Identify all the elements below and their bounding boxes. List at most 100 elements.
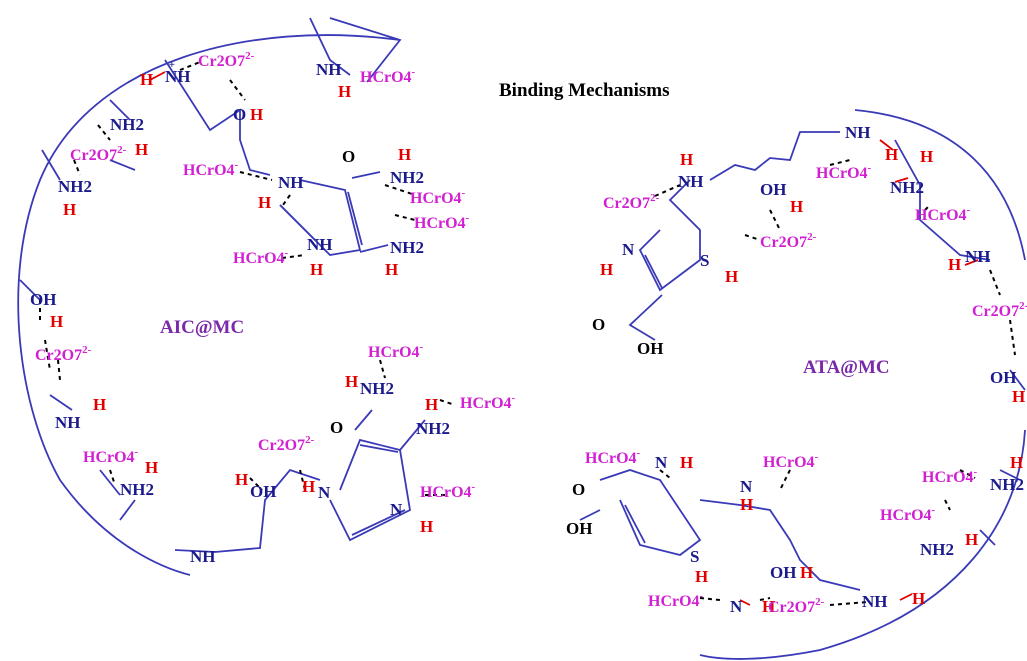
diagram-title: Binding Mechanisms <box>499 80 670 101</box>
svg-text:H: H <box>50 312 63 331</box>
svg-text:H: H <box>600 260 613 279</box>
svg-text:O: O <box>592 315 605 334</box>
right-boundary-arc <box>699 109 1026 660</box>
svg-text:Cr2O72-: Cr2O72- <box>198 50 255 70</box>
svg-text:NH: NH <box>55 413 81 432</box>
svg-text:H: H <box>1010 453 1023 472</box>
svg-text:HCrO4-: HCrO4- <box>763 451 819 471</box>
svg-text:H: H <box>725 267 738 286</box>
svg-text:OH: OH <box>990 368 1016 387</box>
aic-labels-bottom: OH H Cr2O72- NH H HCrO4- H NH2 NH HCrO4-… <box>30 290 516 566</box>
svg-text:H: H <box>140 70 153 89</box>
svg-text:H: H <box>762 597 775 616</box>
svg-text:N: N <box>318 483 331 502</box>
svg-text:OH: OH <box>566 519 592 538</box>
svg-text:NH: NH <box>278 173 304 192</box>
svg-text:H: H <box>680 150 693 169</box>
svg-text:H: H <box>258 193 271 212</box>
svg-text:H: H <box>345 372 358 391</box>
svg-text:+NH: +NH <box>165 59 191 86</box>
svg-text:OH: OH <box>250 482 276 501</box>
svg-text:NH2: NH2 <box>120 480 154 499</box>
ata-bottom-chain <box>579 469 1021 606</box>
ata-top-chain <box>628 131 1026 391</box>
svg-text:H: H <box>235 470 248 489</box>
svg-text:OH: OH <box>770 563 796 582</box>
svg-text:H: H <box>740 495 753 514</box>
svg-text:NH2: NH2 <box>390 238 424 257</box>
svg-text:Cr2O72-: Cr2O72- <box>972 300 1027 320</box>
svg-text:N: N <box>390 500 403 519</box>
aic-label: AIC@MC <box>160 317 244 338</box>
svg-text:HCrO4-: HCrO4- <box>83 446 139 466</box>
svg-text:O: O <box>330 418 343 437</box>
svg-text:H: H <box>145 458 158 477</box>
ata-labels-bottom: HCrO4- N H O OH HCrO4- N H S H OH H HCrO… <box>566 447 1024 616</box>
svg-text:NH2: NH2 <box>416 419 450 438</box>
svg-text:O: O <box>572 480 585 499</box>
svg-text:O: O <box>342 147 355 166</box>
svg-text:H: H <box>398 145 411 164</box>
svg-text:H: H <box>948 255 961 274</box>
svg-text:S: S <box>700 251 709 270</box>
left-boundary-top-segment <box>329 17 402 83</box>
svg-text:H: H <box>790 197 803 216</box>
svg-text:H: H <box>420 517 433 536</box>
svg-text:NH2: NH2 <box>58 177 92 196</box>
svg-text:N: N <box>655 453 668 472</box>
svg-text:Cr2O72-: Cr2O72- <box>258 434 315 454</box>
svg-text:HCrO4-: HCrO4- <box>816 162 872 182</box>
svg-text:HCrO4-: HCrO4- <box>233 247 289 267</box>
svg-text:HCrO4-: HCrO4- <box>368 341 424 361</box>
svg-text:HCrO4-: HCrO4- <box>915 204 971 224</box>
svg-text:Cr2O72-: Cr2O72- <box>603 192 660 212</box>
svg-text:H: H <box>965 530 978 549</box>
svg-text:H: H <box>1012 387 1025 406</box>
svg-text:OH: OH <box>760 180 786 199</box>
svg-text:HCrO4-: HCrO4- <box>585 447 641 467</box>
svg-text:H: H <box>385 260 398 279</box>
svg-text:H: H <box>680 453 693 472</box>
ata-label: ATA@MC <box>803 357 890 378</box>
aic-labels-top: H +NH Cr2O72- O H NH H HCrO4- NH2 Cr2O72… <box>58 50 470 279</box>
svg-text:HCrO4-: HCrO4- <box>410 187 466 207</box>
svg-text:H: H <box>425 395 438 414</box>
svg-text:H: H <box>695 567 708 586</box>
aic-bottom-chain <box>39 300 456 553</box>
svg-text:NH: NH <box>845 123 871 142</box>
svg-text:NH: NH <box>862 592 888 611</box>
ata-labels-top: NH H HCrO4- H NH2 HCrO4- H NH Cr2O72- OH… <box>592 123 1027 406</box>
svg-text:NH2: NH2 <box>390 168 424 187</box>
svg-text:H: H <box>250 105 263 124</box>
svg-text:H: H <box>912 589 925 608</box>
svg-text:NH2: NH2 <box>890 178 924 197</box>
svg-text:NH2: NH2 <box>990 475 1024 494</box>
aic-top-chain <box>19 17 416 301</box>
svg-text:Cr2O72-: Cr2O72- <box>768 596 825 616</box>
svg-text:H: H <box>302 477 315 496</box>
svg-text:H: H <box>920 147 933 166</box>
svg-text:NH: NH <box>190 547 216 566</box>
svg-text:NH: NH <box>678 172 704 191</box>
svg-text:HCrO4-: HCrO4- <box>360 66 416 86</box>
svg-text:H: H <box>310 260 323 279</box>
svg-text:NH: NH <box>316 60 342 79</box>
svg-text:H: H <box>93 395 106 414</box>
svg-text:HCrO4-: HCrO4- <box>183 159 239 179</box>
left-boundary-arc <box>17 34 401 576</box>
svg-text:NH2: NH2 <box>110 115 144 134</box>
svg-text:S: S <box>690 547 699 566</box>
svg-text:H: H <box>338 82 351 101</box>
svg-text:NH2: NH2 <box>920 540 954 559</box>
svg-text:H: H <box>885 145 898 164</box>
svg-text:N: N <box>622 240 635 259</box>
svg-text:NH: NH <box>965 247 991 266</box>
svg-text:HCrO4-: HCrO4- <box>414 212 470 232</box>
svg-text:N: N <box>740 477 753 496</box>
svg-text:HCrO4-: HCrO4- <box>460 392 516 412</box>
svg-text:H: H <box>800 563 813 582</box>
svg-text:Cr2O72-: Cr2O72- <box>35 344 92 364</box>
svg-text:O: O <box>233 105 246 124</box>
svg-text:HCrO4-: HCrO4- <box>420 481 476 501</box>
